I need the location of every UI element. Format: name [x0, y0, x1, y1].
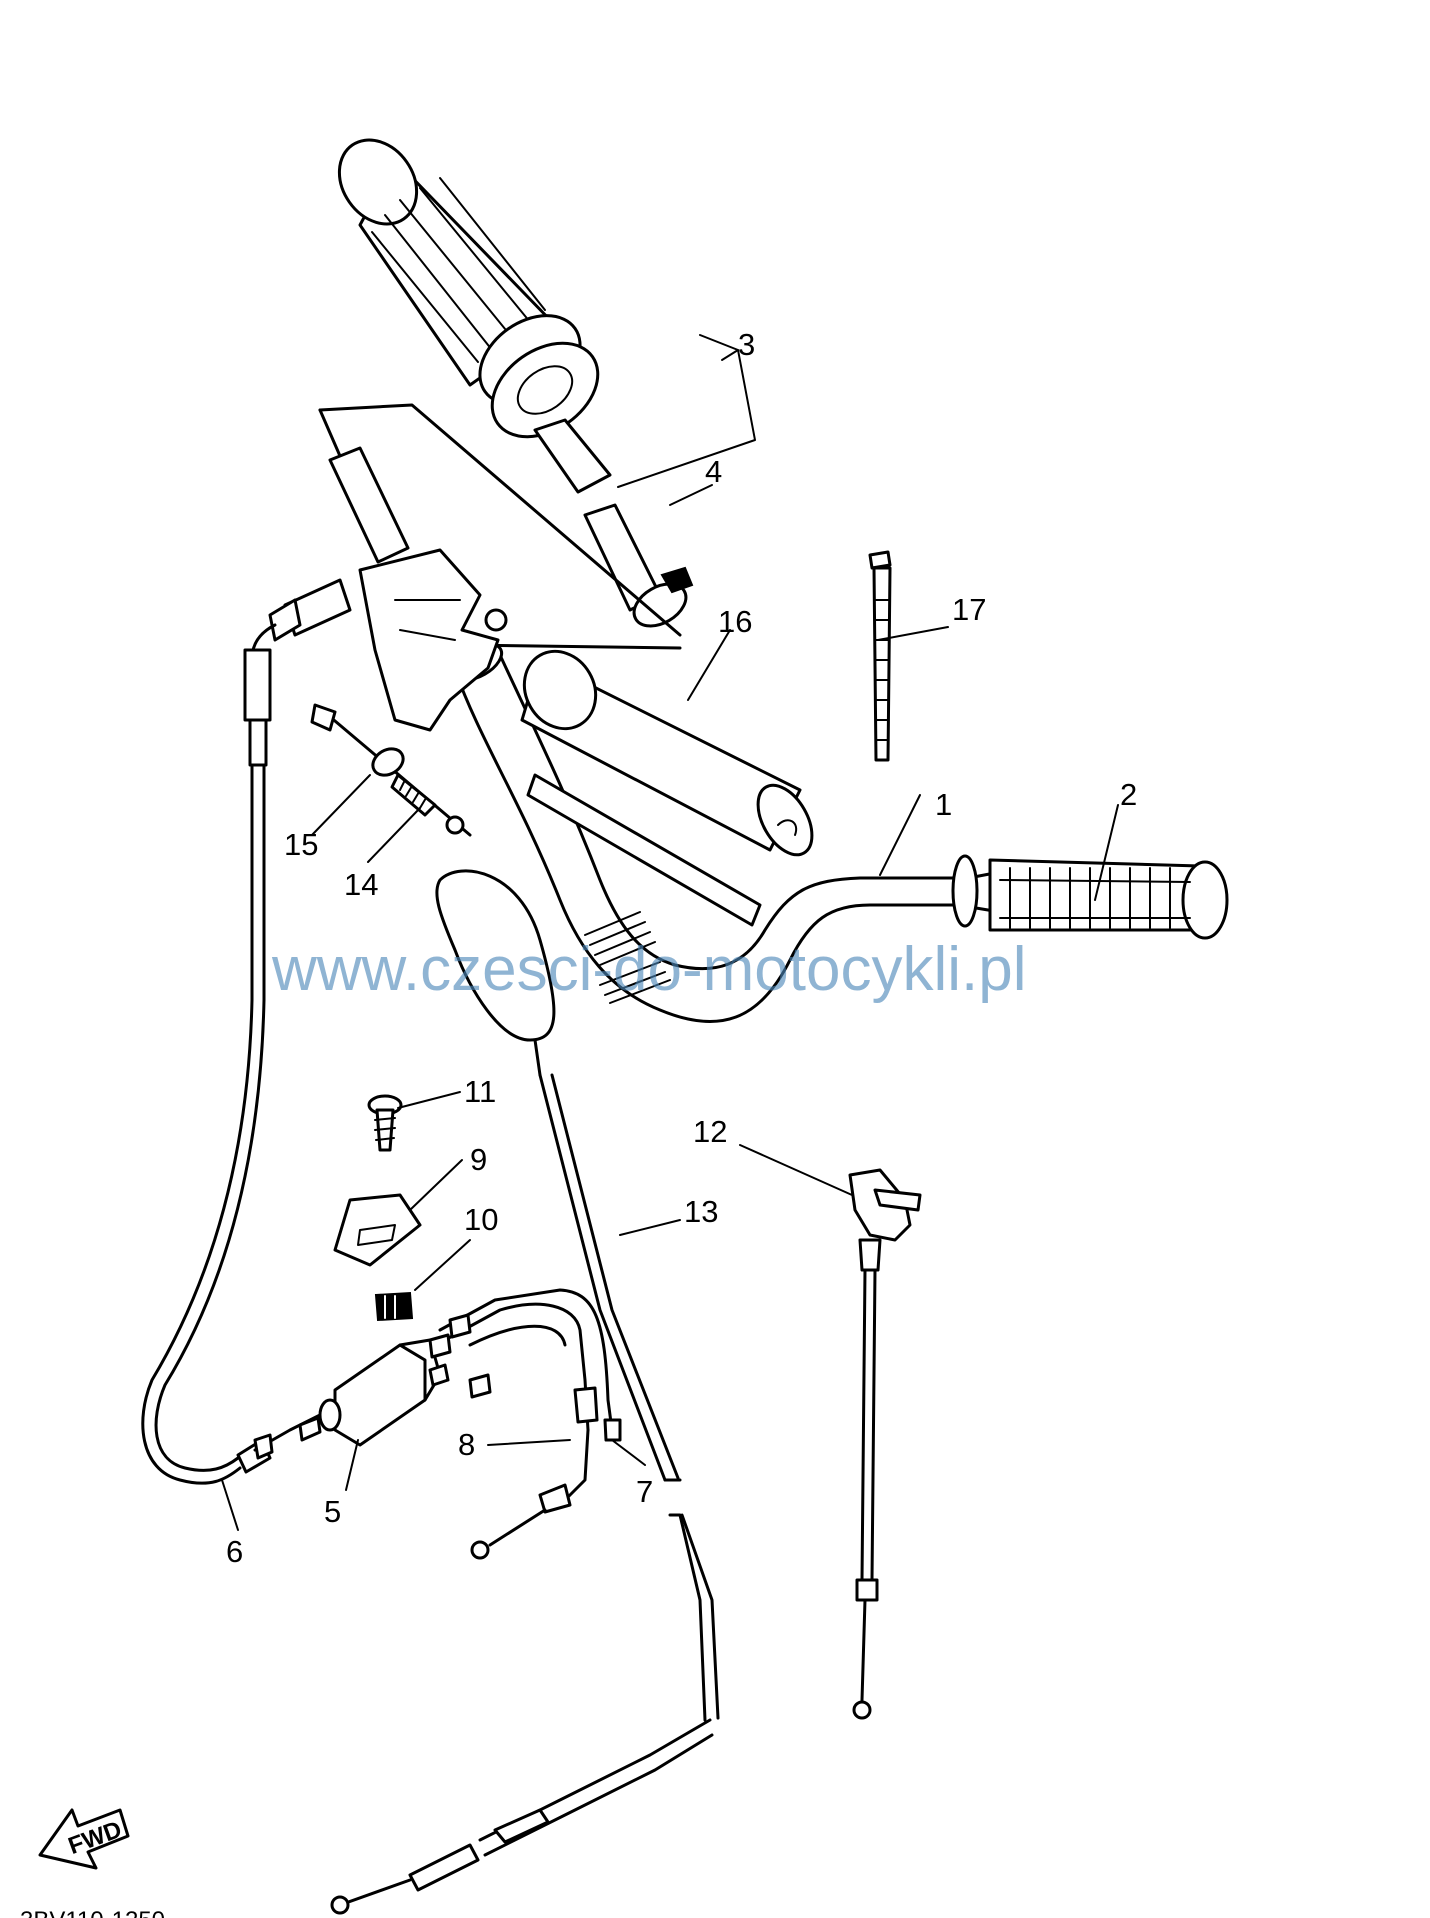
label-part-1: 1 [935, 787, 952, 822]
handlebar-pad-part-16 [520, 649, 814, 857]
knurled-band [584, 911, 671, 1004]
throttle-housing [250, 548, 508, 732]
switch-part-5 [253, 1338, 450, 1460]
connector-part-10 [374, 1291, 414, 1322]
throttle-collar-part-4 [533, 418, 694, 628]
label-part-9: 9 [470, 1142, 487, 1177]
label-part-17: 17 [952, 592, 986, 627]
bracket-part-9 [333, 1193, 422, 1267]
label-part-2: 2 [1120, 777, 1137, 812]
brake-cable-part-12 [848, 1168, 922, 1720]
label-part-15: 15 [284, 827, 318, 862]
throttle-grip-part-3 [337, 138, 600, 439]
label-part-4: 4 [705, 454, 722, 489]
screw-part-11 [367, 1094, 403, 1152]
forward-arrow-icon: FWD [38, 1808, 130, 1870]
drawing-code: 3BV110-1250 [20, 1907, 165, 1918]
label-part-6: 6 [226, 1534, 243, 1569]
label-part-13: 13 [684, 1194, 718, 1229]
label-part-7: 7 [636, 1474, 653, 1509]
throttle-cable-part-6 [141, 648, 272, 1485]
label-part-14: 14 [344, 867, 378, 902]
label-part-3: 3 [738, 327, 755, 362]
right-grip-part-2 [951, 854, 1229, 940]
leader-lines [221, 334, 1119, 1531]
label-part-16: 16 [718, 604, 752, 639]
label-part-10: 10 [464, 1202, 498, 1237]
label-part-8: 8 [458, 1427, 475, 1462]
label-part-5: 5 [324, 1494, 341, 1529]
label-part-11: 11 [464, 1074, 496, 1109]
label-part-12: 12 [693, 1114, 727, 1149]
lead-wires-parts-7-8 [428, 1288, 622, 1560]
watermark-text: www.czesci-do-motocykli.pl [271, 935, 1027, 1004]
cable-adjuster-parts-14-15 [310, 703, 472, 837]
part-number-labels: 1 2 3 4 5 6 7 8 9 10 11 12 13 14 15 16 1… [226, 327, 1137, 1569]
cable-tie-part-17 [868, 550, 892, 762]
clutch-cable-part-13 [330, 869, 720, 1915]
